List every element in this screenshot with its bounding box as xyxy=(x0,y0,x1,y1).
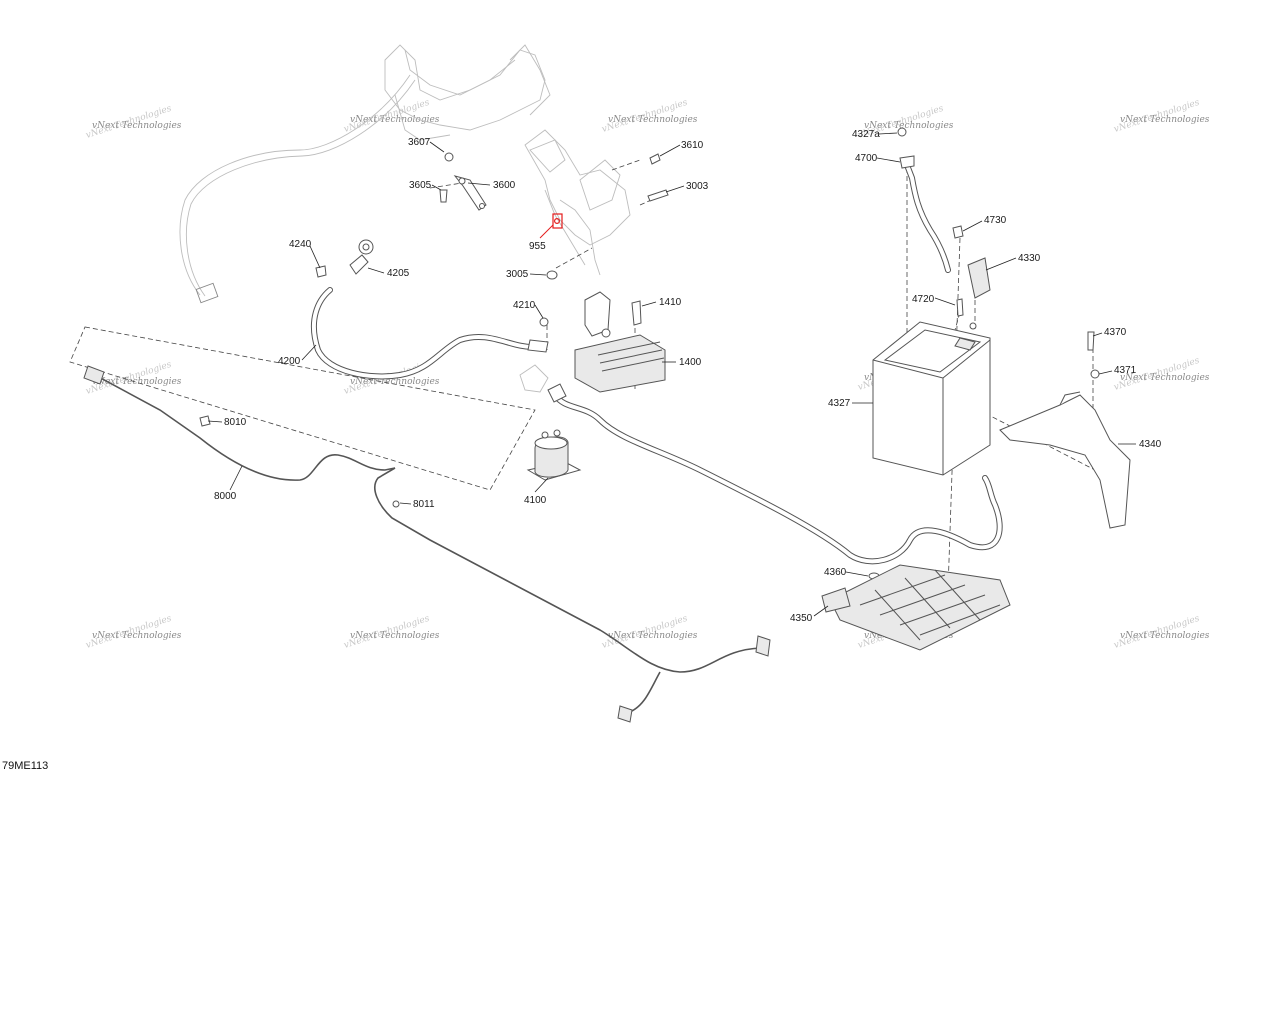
diagram-code: 79ME113 xyxy=(2,760,49,772)
watermark-text: vNext Technologies xyxy=(864,121,954,131)
part-label[interactable]: 4340 xyxy=(1139,439,1162,450)
watermark-text: vNext Technologies xyxy=(608,631,698,641)
cable-4200 xyxy=(311,287,549,380)
battery-4327 xyxy=(872,321,991,476)
ghost-frame xyxy=(179,44,631,393)
part-label[interactable]: 4720 xyxy=(912,294,935,305)
part-label[interactable]: 4330 xyxy=(1018,253,1041,264)
watermark-text: vNext Technologies xyxy=(350,377,440,387)
part-label[interactable]: 4200 xyxy=(278,356,301,367)
watermark-text: vNext Technologies xyxy=(350,631,440,641)
harness-8000 xyxy=(83,365,771,723)
bracket-4340 xyxy=(999,331,1131,529)
part-label[interactable]: 4350 xyxy=(790,613,813,624)
part-label[interactable]: 8010 xyxy=(224,417,247,428)
regulator-1400 xyxy=(574,291,666,393)
watermark-text: vNext Technologies xyxy=(1120,631,1210,641)
part-label[interactable]: 4240 xyxy=(289,239,312,250)
part-label[interactable]: 4205 xyxy=(387,268,410,279)
watermark-text: vNext Technologies xyxy=(1120,115,1210,125)
part-label[interactable]: 3605 xyxy=(409,180,432,191)
part-label[interactable]: 8011 xyxy=(413,499,435,510)
leader-lines xyxy=(207,132,1136,617)
tray-4350 xyxy=(821,564,1011,651)
solenoid-4100 xyxy=(526,429,582,481)
part-label[interactable]: 1410 xyxy=(659,297,682,308)
part-label[interactable]: 4210 xyxy=(513,300,536,311)
part-label[interactable]: 1400 xyxy=(679,357,702,368)
part-label[interactable]: 4327a xyxy=(852,129,880,140)
part-label[interactable]: 3003 xyxy=(686,181,709,192)
part-label[interactable]: 8000 xyxy=(214,491,237,502)
part-label[interactable]: 4730 xyxy=(984,215,1007,226)
ground-strap-3600 xyxy=(439,152,487,211)
part-labels: 3607 3605 3600 3610 3003 955 3005 4240 4… xyxy=(214,129,1162,624)
terminal-4205 xyxy=(315,239,374,278)
part-label[interactable]: 4700 xyxy=(855,153,878,164)
terminal-hardware xyxy=(952,225,991,330)
part-label[interactable]: 3005 xyxy=(506,269,529,280)
part-955-highlight xyxy=(552,213,563,229)
part-label-highlighted[interactable]: 955 xyxy=(529,241,546,252)
part-label[interactable]: 4370 xyxy=(1104,327,1127,338)
part-label[interactable]: 4371 xyxy=(1114,365,1137,376)
part-label[interactable]: 4360 xyxy=(824,567,847,578)
part-label[interactable]: 3610 xyxy=(681,140,704,151)
watermark-text: vNext Technologies xyxy=(350,115,440,125)
main-cable xyxy=(547,383,1003,565)
cable-4700 xyxy=(897,127,951,273)
watermark-text: vNext Technologies xyxy=(1120,373,1210,383)
part-label[interactable]: 4327 xyxy=(828,398,851,409)
part-label[interactable]: 3607 xyxy=(408,137,431,148)
watermark-text: vNext Technologies xyxy=(92,377,182,387)
watermark-text: vNext Technologies xyxy=(92,121,182,131)
watermark-text: vNext Technologies xyxy=(92,631,182,641)
part-label[interactable]: 4100 xyxy=(524,495,547,506)
part-label[interactable]: 3600 xyxy=(493,180,516,191)
bolts-3610-3003-3005 xyxy=(546,153,669,280)
watermark-text: vNext Technologies xyxy=(608,115,698,125)
